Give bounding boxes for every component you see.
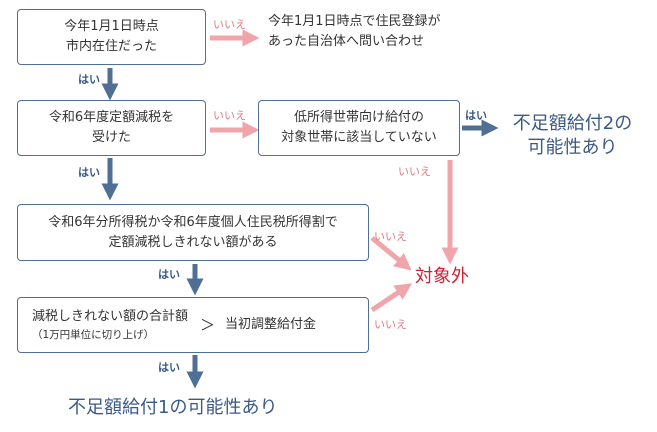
question-box-3-line1: 低所得世帯向け給付の — [293, 110, 424, 125]
question-box-5-line2: （1万円単位に切り上げ） — [32, 329, 155, 341]
label-yes-q1: はい — [78, 73, 100, 86]
question-box-3-line2: 対象世帯に該当していない — [281, 130, 437, 145]
greater-than-sign: ＞ — [200, 316, 216, 334]
label-no-q2: いいえ — [213, 109, 246, 122]
question-box-2-line1: 令和6年度定額減税を — [48, 110, 175, 125]
question-box-5-left: 減税しきれない額の合計額 （1万円単位に切り上げ） — [32, 307, 188, 343]
outcome-1: 不足額給付1の可能性あり — [68, 397, 278, 418]
label-no-q3: いいえ — [398, 165, 431, 178]
question-box-1: 今年1月1日時点 市内在住だった — [17, 9, 206, 65]
label-yes-q3: はい — [465, 109, 487, 122]
outcome-2-line1: 不足額給付2の — [512, 113, 633, 134]
outcome-2-line2: 可能性あり — [527, 137, 618, 158]
question-box-2: 令和6年度定額減税を 受けた — [17, 100, 206, 156]
contact-note-line1: 今年1月1日時点で住民登録が — [268, 14, 441, 29]
question-box-1-line1: 今年1月1日時点 — [64, 19, 159, 34]
contact-note: 今年1月1日時点で住民登録が あった自治体へ問い合わせ — [268, 12, 441, 52]
result-excluded: 対象外 — [415, 266, 469, 287]
contact-note-line2: あった自治体へ問い合わせ — [268, 34, 425, 49]
label-yes-q4: はい — [158, 268, 180, 281]
label-no-q4: いいえ — [374, 230, 407, 243]
question-box-2-line2: 受けた — [91, 130, 131, 145]
label-yes-q2: はい — [78, 166, 100, 179]
outcome-2: 不足額給付2の 可能性あり — [500, 112, 645, 160]
question-box-5-compare: 当初調整給付金 — [225, 317, 317, 332]
question-box-5-line1: 減税しきれない額の合計額 — [32, 309, 189, 324]
question-box-1-line2: 市内在住だった — [65, 39, 157, 54]
label-no-q1: いいえ — [213, 18, 246, 31]
arrow-q4-no — [370, 236, 412, 271]
question-box-4-line1: 令和6年分所得税か令和6年度個人住民税所得割で — [48, 214, 338, 230]
question-box-4: 令和6年分所得税か令和6年度個人住民税所得割で 定額減税しきれない額がある — [17, 204, 369, 261]
arrow-q5-no — [370, 283, 413, 313]
label-no-q5: いいえ — [374, 318, 407, 331]
question-box-5: 減税しきれない額の合計額 （1万円単位に切り上げ） ＞ 当初調整給付金 — [17, 297, 369, 353]
label-yes-q5: はい — [158, 361, 180, 374]
question-box-4-line2: 定額減税しきれない額がある — [108, 234, 278, 250]
question-box-3: 低所得世帯向け給付の 対象世帯に該当していない — [258, 100, 460, 156]
